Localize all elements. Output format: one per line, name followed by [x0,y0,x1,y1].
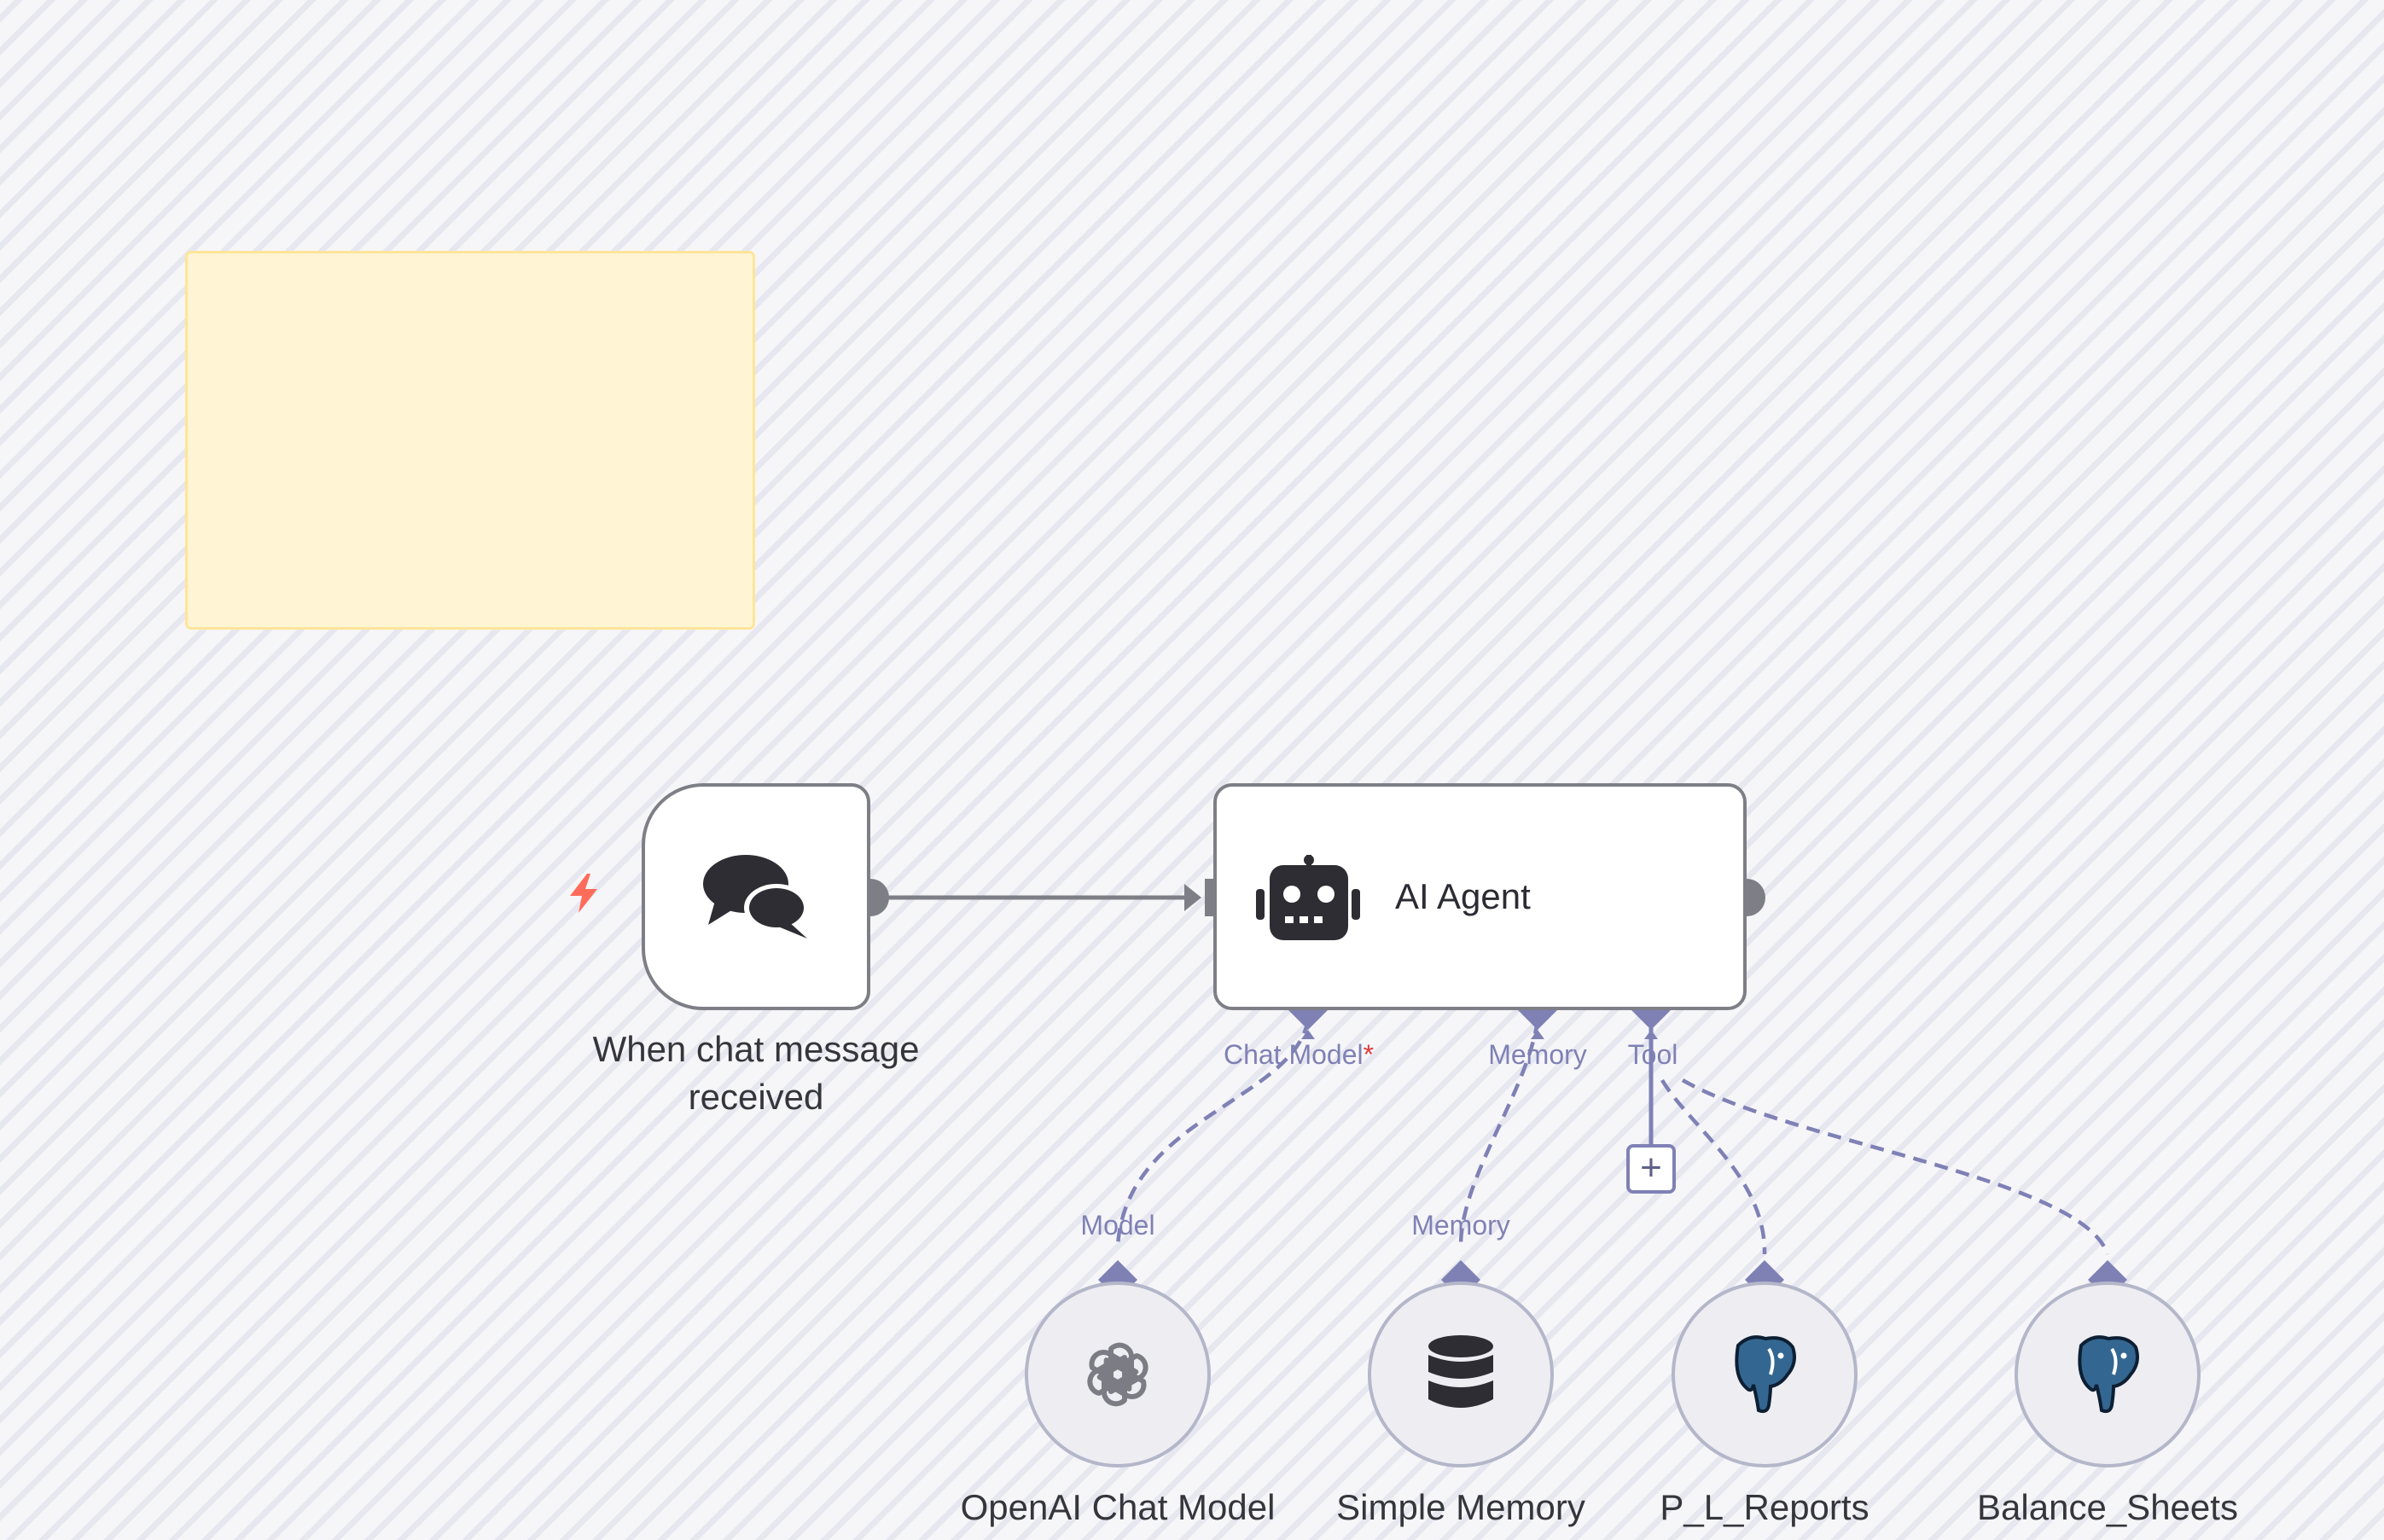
tool-connection-pl-reports[interactable] [1660,1078,1767,1255]
chat-bubbles-icon [703,855,809,939]
memory-port-label: Memory [1488,1039,1587,1070]
robot-icon [1256,855,1360,940]
chat-model-port-text: Chat Model [1223,1039,1364,1070]
postgres-elephant-icon [1735,1335,1796,1414]
database-icon [1428,1335,1493,1408]
openai-chat-model-node[interactable] [1025,1281,1211,1467]
trigger-label-line1: When chat message [592,1029,920,1069]
openai-icon [1087,1342,1148,1407]
trigger-node-label: When chat message received [534,1026,978,1121]
chat-model-port-label: Chat Model* [1224,1037,1374,1072]
sticky-note[interactable] [185,251,755,630]
agent-title: AI Agent [1395,876,1531,916]
model-input-label: Model [1080,1210,1155,1241]
balance-sheets-label: Balance_Sheets [1977,1487,2238,1527]
simple-memory-label: Simple Memory [1336,1487,1585,1527]
connection-arrow [1184,884,1201,911]
required-star: * [1363,1039,1375,1070]
tool-port-label: Tool [1627,1039,1678,1070]
memory-input-label: Memory [1411,1210,1510,1241]
postgres-elephant-icon [2078,1335,2139,1414]
openai-chat-model-label: OpenAI Chat Model [960,1487,1276,1527]
add-tool-button[interactable]: + [1626,1144,1676,1194]
pl-reports-label: P_L_Reports [1660,1487,1869,1527]
bolt-icon [570,874,597,913]
trigger-label-line2: received [688,1077,824,1117]
tool-connection-balance-sheets[interactable] [1681,1078,2110,1255]
